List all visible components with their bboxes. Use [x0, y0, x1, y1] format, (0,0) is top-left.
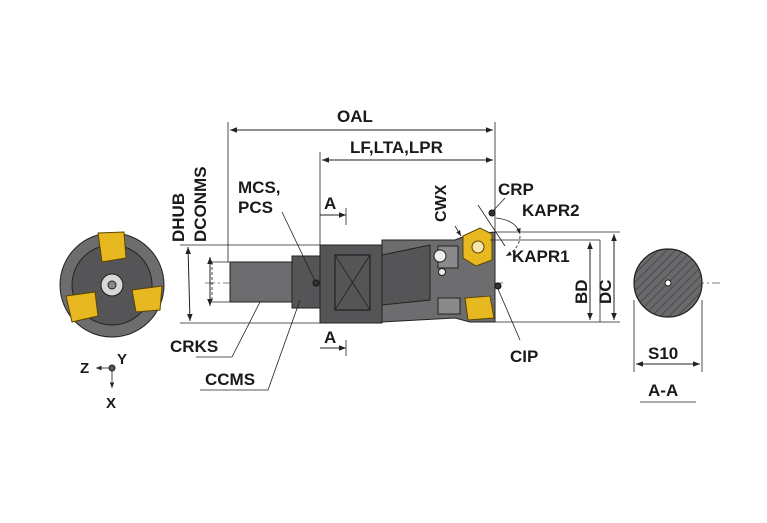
axis-z-label: Z: [80, 360, 89, 377]
mcs-label-line2: PCS: [238, 198, 273, 217]
dconms-label: DCONMS: [191, 166, 210, 242]
axis-y-label: Y: [117, 351, 127, 368]
insert-screw-top: [433, 249, 447, 263]
section-a-bottom-label: A: [324, 328, 336, 347]
dimensions: OAL LF,LTA,LPR DHUB DCONMS MCS, PCS A A …: [169, 107, 620, 391]
insert-pocket-bottom: [437, 297, 461, 315]
crks-label: CRKS: [170, 337, 218, 356]
axis-x-label: X: [106, 395, 116, 412]
crp-label: CRP: [498, 180, 534, 199]
side-view: [205, 209, 505, 324]
hub-body: [319, 244, 383, 324]
dhub-dimension: [185, 246, 193, 322]
section-title: A-A: [648, 381, 678, 400]
section-a-top-label: A: [324, 194, 336, 213]
cip-label: CIP: [510, 347, 538, 366]
s10-label: S10: [648, 344, 678, 363]
crp-point-icon: [488, 209, 496, 217]
axis-origin-icon: [108, 364, 116, 372]
ccms-label: CCMS: [205, 370, 255, 389]
kapr2-label: KAPR2: [522, 201, 580, 220]
kapr1-arc: [505, 235, 521, 257]
cip-point-icon: [494, 282, 502, 290]
shank: [229, 261, 293, 303]
axis-indicator: Z Y X: [80, 351, 127, 412]
mcs-label-line1: MCS,: [238, 178, 281, 197]
oal-label: OAL: [337, 107, 373, 126]
bd-label: BD: [572, 279, 591, 304]
cwx-label: CWX: [433, 184, 450, 222]
lf-label: LF,LTA,LPR: [350, 138, 443, 157]
dc-label: DC: [596, 279, 615, 304]
section-coolant-hole: [664, 279, 672, 287]
front-insert-top: [97, 231, 127, 263]
front-insert-left: [65, 291, 99, 323]
insert-bottom: [464, 295, 495, 321]
kapr1-label: KAPR1: [512, 247, 570, 266]
dhub-label: DHUB: [169, 193, 188, 242]
front-view: [59, 231, 165, 338]
mcs-point-icon: [312, 279, 320, 287]
section-view: S10 A-A: [633, 248, 720, 403]
front-insert-right: [131, 285, 163, 313]
